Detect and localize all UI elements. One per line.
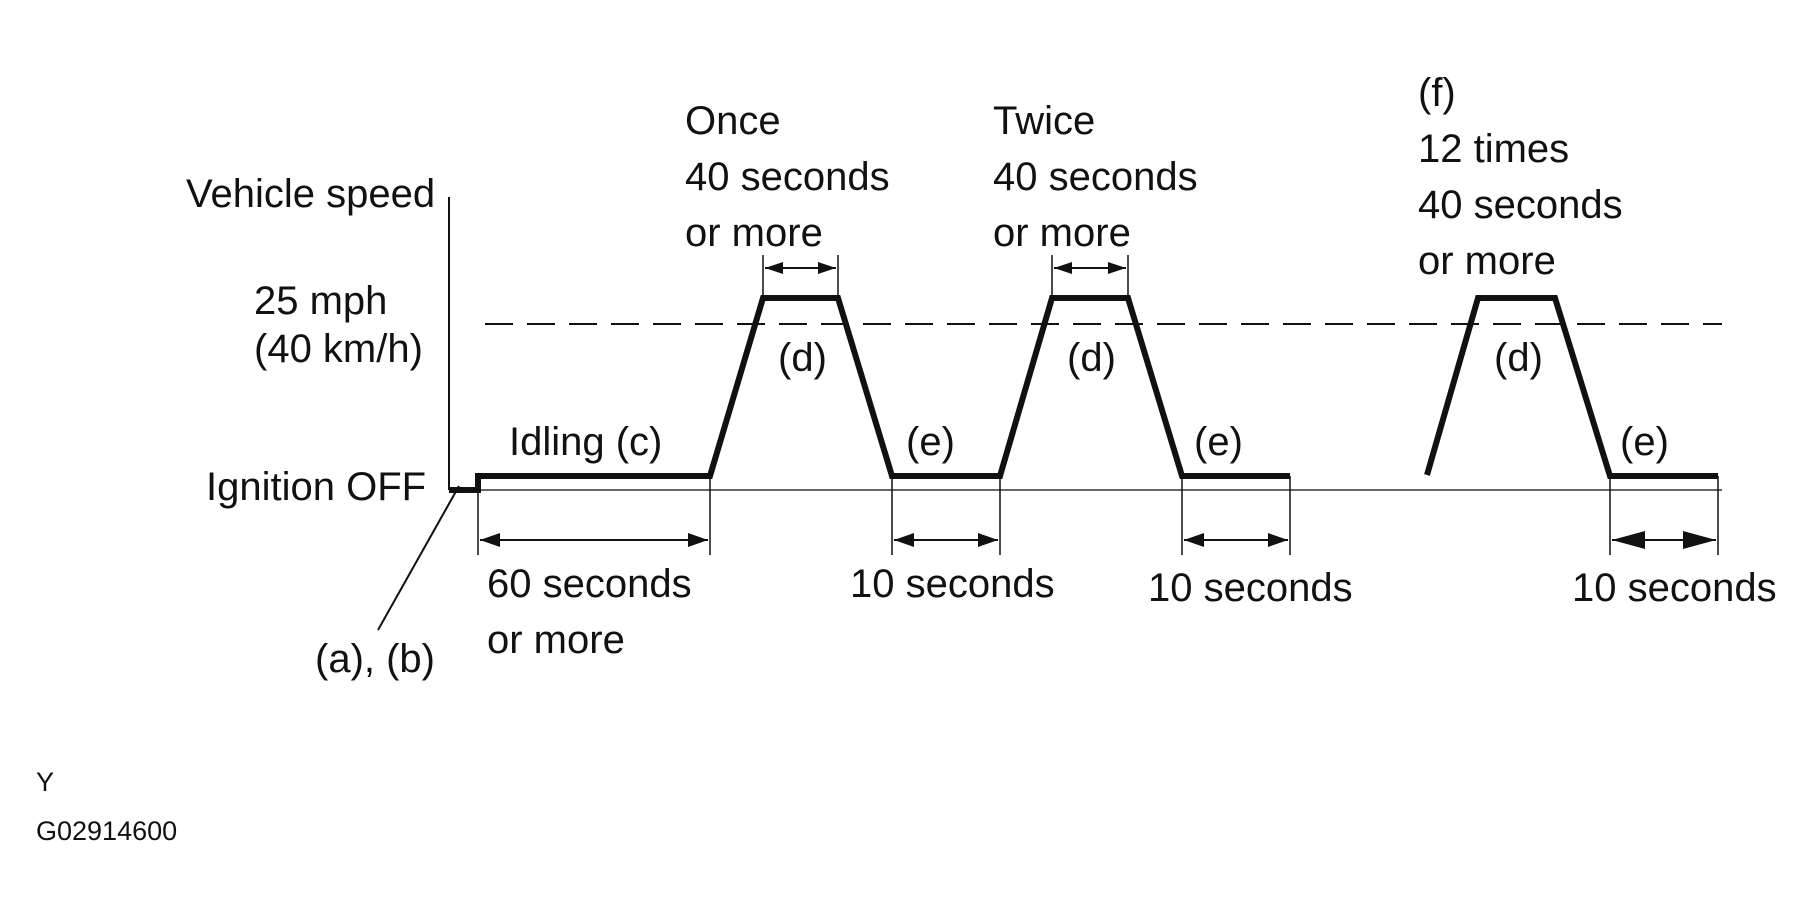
decel-code-1: (e) bbox=[906, 420, 955, 464]
dimension-ticks bbox=[477, 255, 1719, 555]
cruise-code-1: (d) bbox=[778, 336, 827, 380]
stop-dimension-3 bbox=[1612, 531, 1716, 549]
cruise-code-2: (d) bbox=[1067, 336, 1116, 380]
cycle-3-line-1: (f) bbox=[1418, 71, 1456, 115]
decel-code-2: (e) bbox=[1194, 420, 1243, 464]
cycle-3-line-4: or more bbox=[1418, 239, 1556, 283]
stop-duration-3: 10 seconds bbox=[1572, 566, 1777, 610]
y-axis-title: Vehicle speed bbox=[186, 172, 435, 216]
idle-duration-line-1: 60 seconds bbox=[487, 562, 692, 606]
cycle-1-line-3: or more bbox=[685, 211, 823, 255]
speed-level-kmh: (40 km/h) bbox=[254, 327, 423, 371]
stop-dimension-2 bbox=[1184, 533, 1288, 547]
cycle-3-line-3: 40 seconds bbox=[1418, 183, 1623, 227]
cycle-1-line-2: 40 seconds bbox=[685, 155, 890, 199]
cruise-dimension-2 bbox=[1054, 262, 1126, 274]
stop-duration-1: 10 seconds bbox=[850, 562, 1055, 606]
stop-duration-2: 10 seconds bbox=[1148, 566, 1353, 610]
footer-mark: Y bbox=[36, 767, 54, 797]
start-marker-label: (a), (b) bbox=[315, 637, 435, 681]
speed-level-mph: 25 mph bbox=[254, 279, 387, 323]
idle-duration-dimension bbox=[480, 533, 708, 547]
idling-label: Idling (c) bbox=[509, 420, 662, 464]
cruise-code-3: (d) bbox=[1494, 336, 1543, 380]
cycle-2-line-2: 40 seconds bbox=[993, 155, 1198, 199]
cycle-2-line-1: Twice bbox=[993, 99, 1095, 143]
decel-code-3: (e) bbox=[1620, 420, 1669, 464]
cycle-1-line-1: Once bbox=[685, 99, 781, 143]
cycle-3-line-2: 12 times bbox=[1418, 127, 1569, 171]
figure-code: G02914600 bbox=[36, 816, 177, 846]
idle-duration-line-2: or more bbox=[487, 618, 625, 662]
cycle-2-line-3: or more bbox=[993, 211, 1131, 255]
start-leader-line bbox=[377, 485, 460, 631]
speed-trace-final-cycle bbox=[1424, 295, 1718, 479]
cruise-dimension-1 bbox=[765, 262, 836, 274]
ignition-off-label: Ignition OFF bbox=[206, 465, 426, 509]
stop-dimension-1 bbox=[894, 533, 998, 547]
